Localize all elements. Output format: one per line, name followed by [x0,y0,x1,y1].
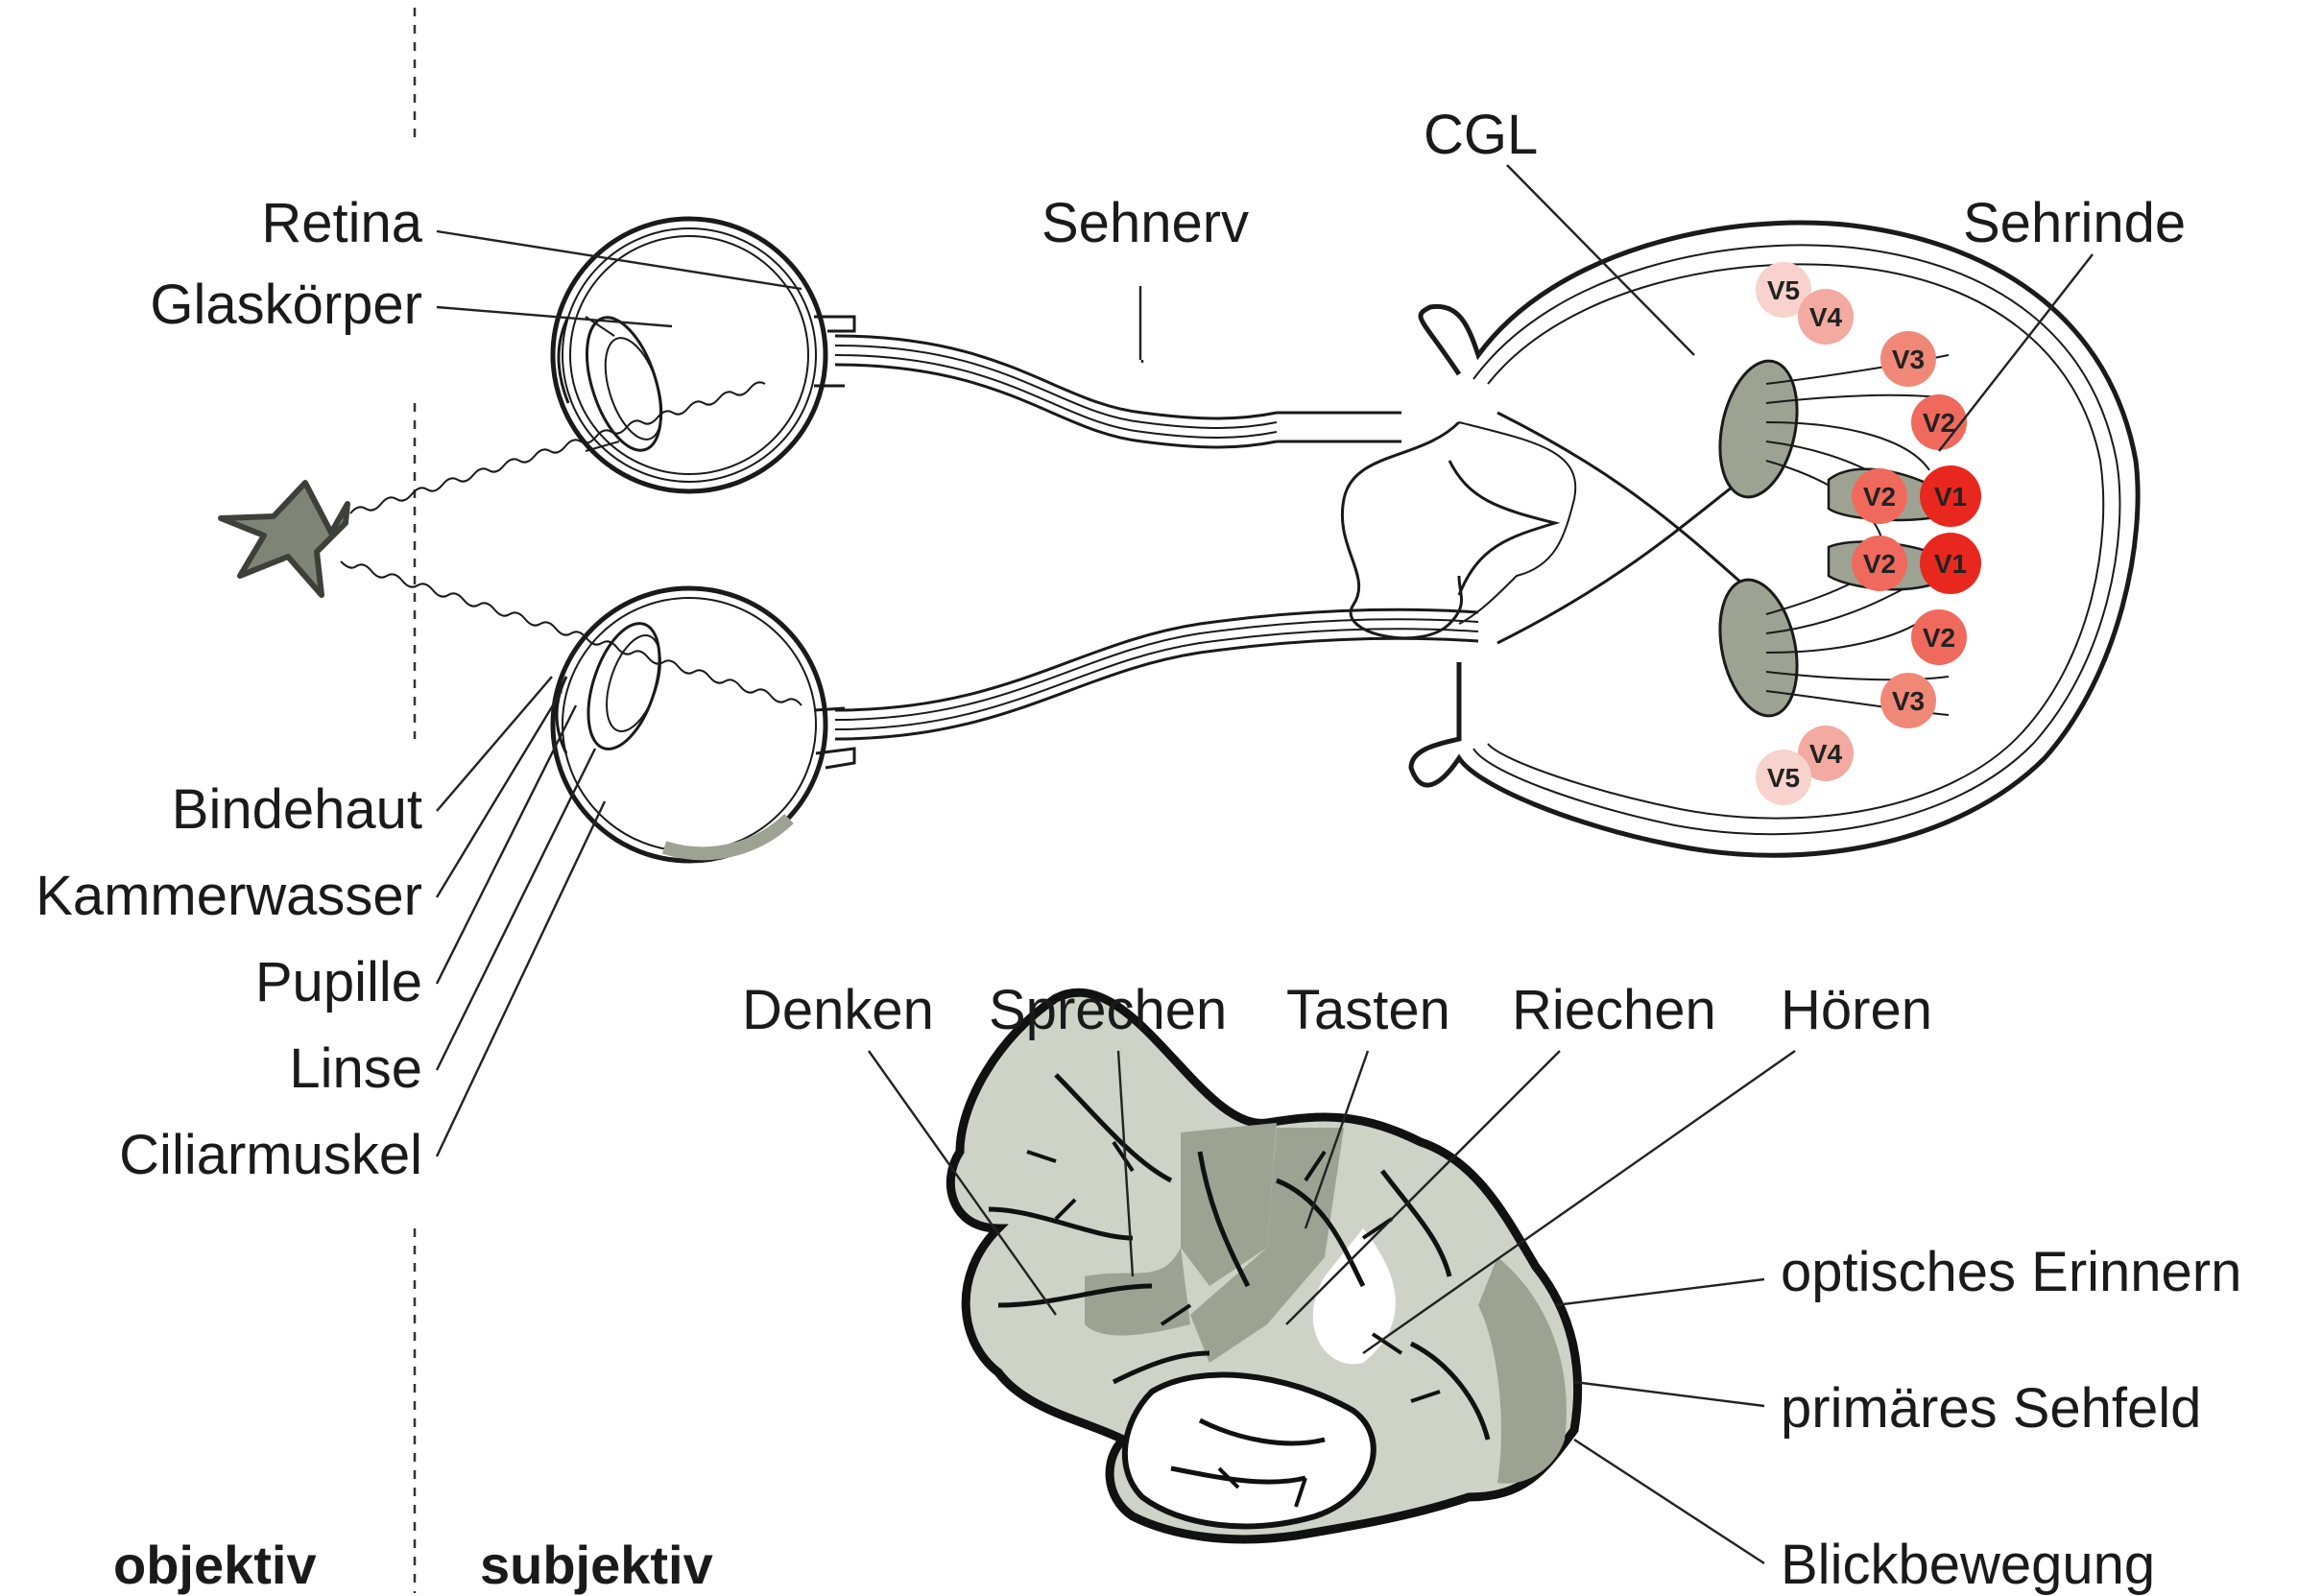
label-sehrinde: Sehrinde [1963,192,2186,254]
cortex-area-v3-lower: V3 [1880,673,1936,728]
label-riechen: Riechen [1512,979,1716,1041]
label-optisches-erinnern: optisches Erinnern [1781,1241,2241,1303]
label-ciliarmuskel: Ciliarmuskel [119,1124,422,1186]
svg-text:V5: V5 [1767,763,1800,793]
svg-text:V1: V1 [1934,482,1967,512]
svg-text:V4: V4 [1809,739,1843,769]
light-ray-upper [350,382,765,513]
light-ray-lower [341,561,802,705]
label-retina: Retina [261,192,422,254]
eye-upper [553,219,854,491]
cortex-area-v1-upper: V1 [1920,465,1981,527]
label-cgl: CGL [1424,104,1538,166]
cortex-area-v2-upper-outer: V2 [1911,394,1967,450]
label-sehnerv: Sehnerv [1041,192,1249,254]
label-denken: Denken [742,979,934,1041]
label-bindehaut: Bindehaut [172,778,422,841]
cortex-area-v3-upper: V3 [1880,331,1936,387]
cortex-area-v2-lower-outer: V2 [1911,609,1967,665]
cortex-area-v1-lower: V1 [1920,533,1981,594]
star-object [221,483,347,595]
label-primaeres-sehfeld: primäres Sehfeld [1781,1377,2201,1440]
label-tasten: Tasten [1286,979,1450,1041]
cortex-area-v2-upper-inner: V2 [1852,468,1907,524]
svg-text:V1: V1 [1934,549,1967,579]
cortex-area-v4-upper: V4 [1798,289,1854,345]
svg-text:V2: V2 [1863,549,1896,579]
eye-lower [553,588,854,861]
optic-nerve [835,336,1478,739]
svg-text:V5: V5 [1767,275,1800,305]
label-objektiv: objektiv [113,1535,317,1595]
label-subjektiv: subjektiv [480,1535,713,1595]
label-blickbewegung: Blickbewegung [1781,1534,2155,1596]
label-kammerwasser: Kammerwasser [36,865,422,927]
label-glaskoerper: Glaskörper [150,274,422,336]
cortex-area-v2-lower-inner: V2 [1852,536,1907,591]
svg-text:V3: V3 [1892,345,1925,374]
svg-text:V2: V2 [1923,408,1955,438]
label-pupille: Pupille [255,951,422,1013]
svg-text:V2: V2 [1923,623,1955,653]
label-hoeren: Hören [1781,979,1932,1041]
svg-text:V2: V2 [1863,482,1896,512]
label-linse: Linse [289,1037,422,1100]
lgn-nuclei [1709,354,1808,724]
label-sprechen: Sprechen [989,979,1227,1041]
brain-side-view [950,992,1577,1539]
svg-text:V3: V3 [1892,686,1925,716]
svg-text:V4: V4 [1809,302,1843,332]
brain-schematic [1342,223,2138,855]
cortex-area-v5-lower: V5 [1756,750,1811,805]
